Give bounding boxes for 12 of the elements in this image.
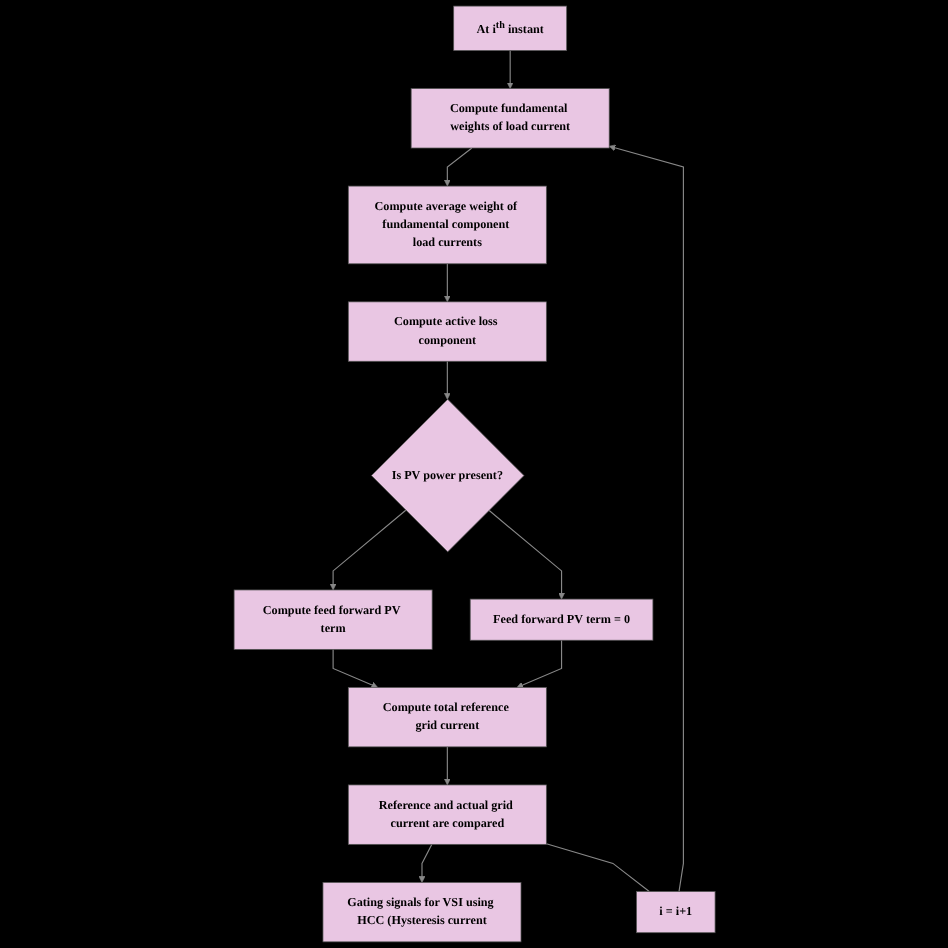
arrow [506, 50, 513, 89]
arrow [443, 360, 451, 400]
arrow [487, 509, 565, 600]
arrow [443, 263, 451, 303]
arrow [418, 843, 432, 883]
connector [545, 843, 650, 893]
arrow [516, 639, 562, 689]
arrow [329, 509, 406, 591]
arrow [608, 144, 684, 893]
arrow [443, 746, 451, 786]
arrow [331, 648, 378, 689]
arrow [443, 147, 472, 187]
